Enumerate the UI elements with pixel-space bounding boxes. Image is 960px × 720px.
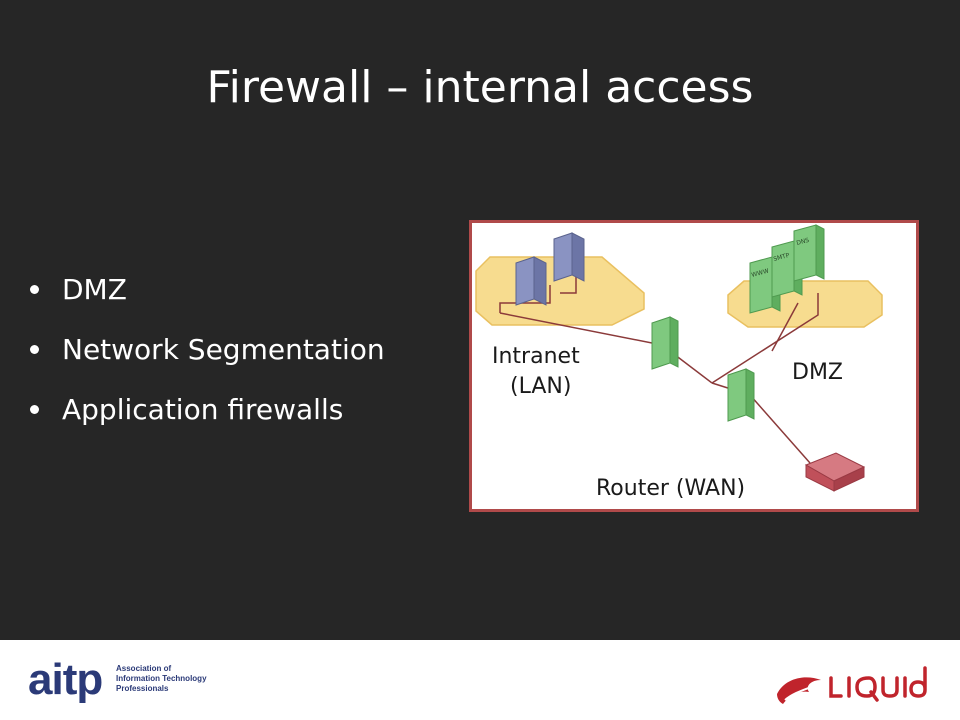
bullet-text: Network Segmentation (62, 333, 385, 366)
aitp-logo: aitp Association of Information Technolo… (28, 655, 207, 704)
bullet-dot-icon (30, 405, 39, 414)
server-smtp-label: SMTP (773, 252, 791, 263)
internal-firewall-icon (651, 316, 679, 370)
lan-label: (LAN) (510, 374, 571, 399)
network-diagram-svg: WWW SMTP DNS (475, 224, 883, 501)
router-label: Router (WAN) (596, 476, 745, 501)
dmz-server-dns-icon: DNS (793, 224, 825, 282)
bullet-item: Network Segmentation (28, 328, 385, 388)
external-firewall-icon (727, 368, 755, 422)
bullet-list: DMZ Network Segmentation Application fir… (28, 268, 385, 448)
bullet-text: Application firewalls (62, 393, 344, 426)
bullet-dot-icon (30, 285, 39, 294)
dmz-label: DMZ (792, 360, 843, 385)
aitp-tagline-line: Information Technology (116, 674, 207, 683)
liquid-logo-icon (777, 666, 927, 704)
router-icon (804, 452, 866, 492)
network-diagram: WWW SMTP DNS (469, 220, 919, 512)
bullet-item: DMZ (28, 268, 385, 328)
bullet-dot-icon (30, 345, 39, 354)
slide-title: Firewall – internal access (206, 62, 754, 113)
bullet-text: DMZ (62, 273, 127, 306)
bullet-item: Application firewalls (28, 388, 385, 448)
intranet-label: Intranet (492, 344, 580, 369)
slide: Firewall – internal access DMZ Network S… (28, 62, 919, 512)
server-dns-label: DNS (796, 237, 810, 247)
aitp-logo-word: aitp (28, 655, 103, 704)
lan-server-2-icon (553, 232, 585, 282)
server-www-label: WWW (751, 268, 770, 279)
aitp-tagline-line: Association of (116, 664, 172, 673)
aitp-tagline: Association of Information Technology Pr… (116, 664, 256, 694)
aitp-tagline-line: Professionals (116, 684, 169, 693)
lan-server-1-icon (515, 256, 547, 306)
